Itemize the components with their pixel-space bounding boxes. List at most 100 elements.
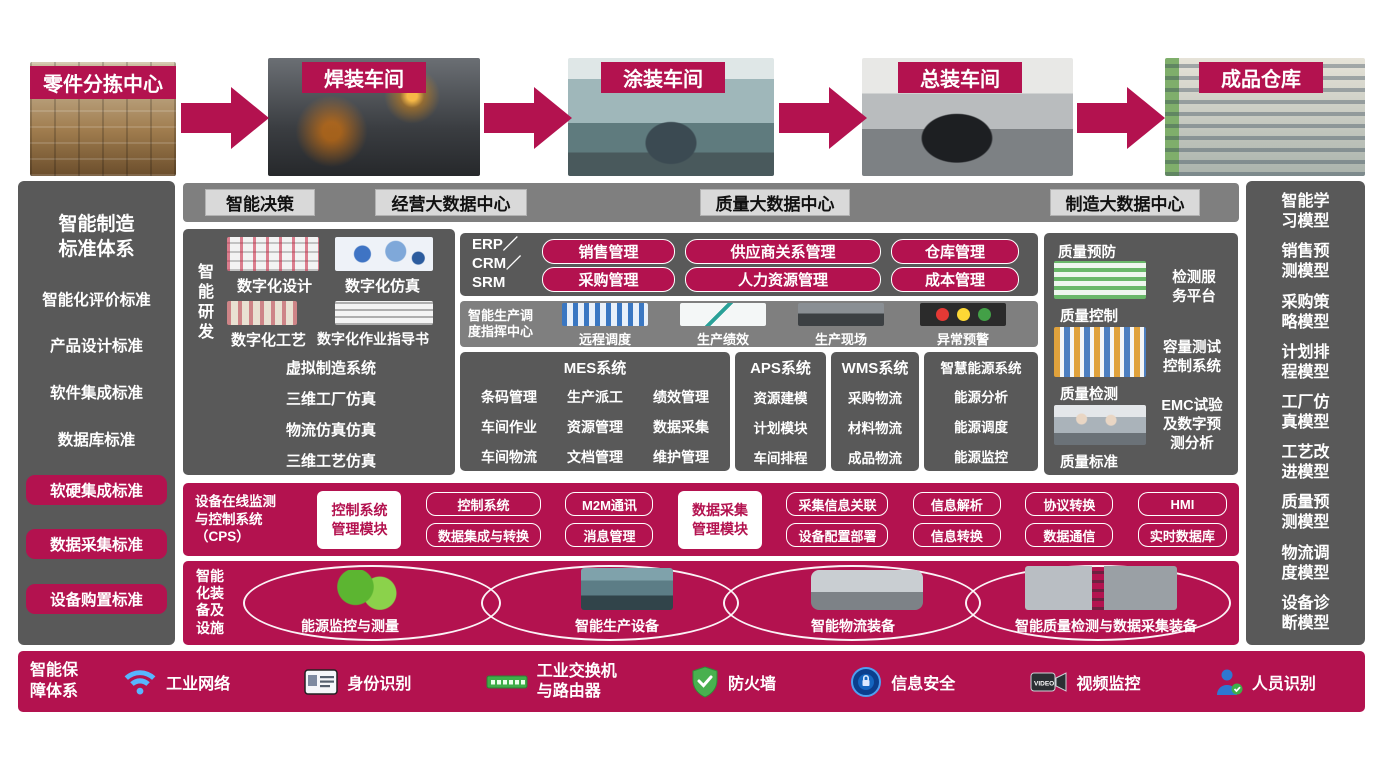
- quality-label: 质量控制: [1060, 309, 1118, 325]
- smart-decision-box: 智能决策: [205, 189, 315, 216]
- assurance-item-infosec: 信息安全: [850, 666, 955, 698]
- standard-item: 数据库标准: [57, 431, 136, 449]
- wifi-icon: [123, 668, 157, 696]
- cps-column: 协议转换 数据通信: [1025, 492, 1114, 547]
- assurance-items: 工业网络 身份识别 工业交换机 与路由器 防火墙: [86, 662, 1353, 702]
- erp-panel: ERP／ CRM／ SRM 销售管理 供应商关系管理 仓库管理 采购管理 人力资…: [460, 233, 1038, 296]
- assurance-item-video: VIDEO 视频监控: [1030, 669, 1141, 695]
- rnd-list-item: 三维工厂仿真: [285, 391, 376, 408]
- id-card-icon: [304, 668, 339, 695]
- assurance-bar: 智能保 障体系 工业网络 身份识别 工业交换机 与路由器: [18, 651, 1365, 712]
- quality-label: 质量检测: [1060, 387, 1118, 403]
- energy-item: 能源监控: [954, 450, 1008, 465]
- cps-box: 设备配置部署: [786, 523, 889, 547]
- cps-box: 消息管理: [565, 523, 654, 547]
- digital-design-thumb: [227, 237, 319, 271]
- cps-box: M2M通讯: [565, 492, 654, 516]
- model-item: 销售预测模型: [1281, 243, 1330, 281]
- erp-module-supplier: 供应商关系管理: [685, 239, 881, 264]
- person-check-icon: [1215, 667, 1243, 697]
- cps-box: 控制系统: [425, 492, 541, 516]
- wms-title: WMS系统: [841, 360, 909, 377]
- smart-rnd-panel: 智能研发 数字化设计 数字化仿真 数字化工艺 数字化作业指导书 虚拟制造系统 三…: [183, 229, 455, 475]
- rnd-caption: 数字化设计: [237, 278, 313, 295]
- assurance-item-label: 视频监控: [1076, 675, 1141, 693]
- erp-module-cost: 成本管理: [891, 267, 1019, 292]
- control-system-module: 控制系统 管理模块: [317, 490, 402, 549]
- data-center-bar: 智能决策 经营大数据中心 质量大数据中心 制造大数据中心: [183, 183, 1239, 222]
- quality-prevention-chart-thumb: [1054, 261, 1146, 299]
- dispatch-shopfloor: 生产现场: [786, 303, 896, 348]
- quality-right-label: EMC试验 及数字预 测分析: [1161, 398, 1223, 452]
- dispatch-caption: 异常预警: [936, 332, 989, 347]
- energy-list: 能源分析 能源调度 能源监控: [924, 377, 1038, 466]
- energy-item: 能源分析: [954, 390, 1008, 405]
- cps-column: 信息解析 信息转换: [912, 492, 1001, 547]
- stage-label-warehouse: 成品仓库: [1199, 62, 1323, 93]
- standard-item: 软件集成标准: [49, 385, 143, 403]
- erp-module-hr: 人力资源管理: [685, 267, 881, 292]
- energy-monitoring-image: [335, 570, 399, 610]
- equipment-caption: 智能生产设备: [575, 618, 659, 634]
- rnd-list-item: 物流仿真仿真: [285, 422, 376, 439]
- mes-grid: 条码管理 生产派工 绩效管理 车间作业 资源管理 数据采集 车间物流 文档管理 …: [460, 378, 730, 476]
- wms-panel: WMS系统 采购物流 材料物流 成品物流: [831, 352, 919, 471]
- alert-yellow-dot: [956, 308, 970, 321]
- aps-title: APS系统: [750, 360, 811, 377]
- mes-item: 数据采集: [653, 419, 709, 435]
- dispatch-caption: 生产现场: [814, 332, 867, 347]
- model-item: 工艺改进模型: [1281, 444, 1330, 482]
- cps-strip: 设备在线监测 与控制系统 （CPS） 控制系统 管理模块 控制系统 数据集成与转…: [183, 483, 1239, 556]
- cps-box: 协议转换: [1025, 492, 1114, 516]
- dispatch-performance: 生产绩效: [668, 303, 778, 348]
- cps-box: 实时数据库: [1137, 523, 1227, 547]
- quality-label: 质量预防: [1058, 245, 1116, 261]
- assurance-item-firewall: 防火墙: [691, 665, 776, 698]
- assurance-item-label: 工业网络: [166, 675, 231, 693]
- assurance-item-label: 防火墙: [727, 675, 776, 693]
- arrow-right-icon: [484, 87, 572, 149]
- equipment-strip: 智能 化装 备及 设施 能源监控与测量 智能生产设备 智能物流装备 智能质量检测…: [183, 561, 1239, 645]
- arrow-right-icon: [1077, 87, 1165, 149]
- erp-module-sales: 销售管理: [542, 239, 675, 264]
- assurance-item-label: 身份识别: [347, 675, 412, 693]
- cps-column: 控制系统 数据集成与转换: [425, 492, 541, 547]
- quality-panel: 质量预防 质量控制 质量检测 质量标准 检测服 务平台 容量测试 控制系统 EM…: [1044, 233, 1238, 475]
- quality-right-label: 检测服 务平台: [1172, 270, 1216, 305]
- aps-panel: APS系统 资源建模 计划模块 车间排程: [735, 352, 826, 471]
- lock-emblem-icon: [850, 666, 882, 698]
- wms-item: 成品物流: [848, 451, 902, 466]
- shield-check-icon: [691, 665, 719, 698]
- rnd-vertical-label: 智能研发: [195, 263, 212, 343]
- traffic-light-icon: [920, 303, 1006, 326]
- work-instruction-thumb: [335, 301, 433, 325]
- data-collection-module: 数据采集 管理模块: [677, 490, 762, 549]
- dispatch-caption: 生产绩效: [696, 332, 749, 347]
- cps-box: 采集信息关联: [786, 492, 889, 516]
- standard-item-highlighted: 软硬集成标准: [26, 474, 167, 505]
- aps-item: 资源建模: [753, 391, 808, 406]
- assurance-item-switch-router: 工业交换机 与路由器: [486, 662, 617, 702]
- stage-label-assembly: 总装车间: [898, 62, 1022, 93]
- arrow-right-icon: [181, 87, 269, 149]
- assurance-label: 智能保 障体系: [30, 661, 79, 700]
- mes-item: 资源管理: [567, 419, 623, 435]
- standard-item: 产品设计标准: [49, 338, 143, 356]
- rnd-caption: 数字化仿真: [345, 278, 421, 295]
- dispatch-remote: 远程调度: [550, 303, 660, 348]
- arrow-right-icon: [779, 87, 867, 149]
- stage-label-parts-sorting: 零件分拣中心: [30, 66, 176, 99]
- mes-item: 车间物流: [481, 449, 537, 465]
- stage-label-welding: 焊装车间: [302, 62, 426, 93]
- manufacturing-bigdata-center: 制造大数据中心: [1050, 189, 1200, 216]
- shopfloor-thumb: [798, 303, 884, 326]
- rnd-list-item: 三维工艺仿真: [285, 453, 376, 470]
- models-sidebar: 智能学习模型 销售预测模型 采购策略模型 计划排程模型 工厂仿真模型 工艺改进模…: [1246, 181, 1365, 645]
- assurance-item-identity: 身份识别: [304, 668, 412, 695]
- rnd-list-item: 虚拟制造系统: [285, 360, 376, 377]
- quality-bigdata-center: 质量大数据中心: [700, 189, 850, 216]
- production-kpi-thumb: [680, 303, 766, 326]
- cps-box: HMI: [1137, 492, 1227, 516]
- quality-control-chart-thumb: [1054, 327, 1146, 377]
